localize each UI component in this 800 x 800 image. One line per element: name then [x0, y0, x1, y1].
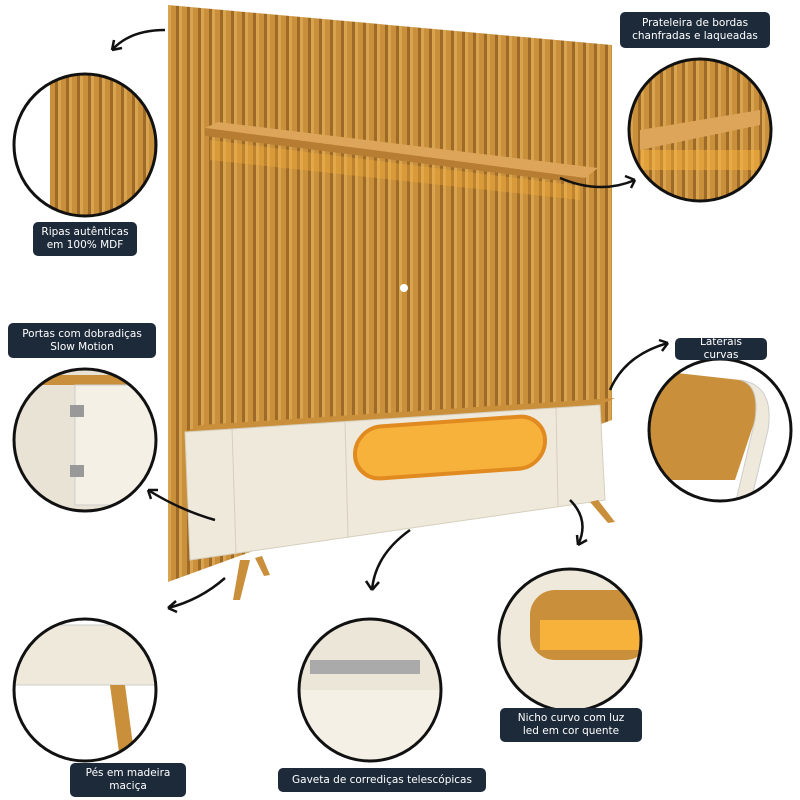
label-doors-line2: Slow Motion: [50, 340, 114, 353]
shelf: [205, 122, 598, 178]
shelf-led-glow: [210, 140, 580, 200]
label-drawer: Gaveta de corrediças telescópicas: [278, 768, 486, 792]
label-sides-line1: Laterais curvas: [700, 336, 742, 361]
label-drawer-line1: Gaveta de corrediças telescópicas: [292, 773, 472, 786]
label-niche: Nicho curvo com luz led em cor quente: [500, 708, 642, 742]
label-shelf-line1: Prateleira de bordas: [641, 17, 749, 29]
label-feet-line1: Pés em madeira: [85, 767, 171, 779]
detail-slats: [15, 75, 155, 215]
detail-drawer: [300, 620, 440, 760]
label-shelf: Prateleira de bordas chanfradas e laquea…: [620, 12, 770, 48]
label-niche-line1: Nicho curvo com luz: [517, 712, 625, 724]
detail-led-niche: [500, 570, 640, 710]
cable-hole: [400, 284, 408, 292]
label-slats-line1: Ripas autênticas: [41, 226, 129, 238]
label-doors-line1: Portas com dobradiças: [22, 327, 142, 340]
rack-leg-right: [590, 500, 615, 523]
detail-curved-sides: [650, 360, 790, 500]
callout-arrows: [110, 28, 669, 614]
label-slats-line2: em 100% MDF: [46, 239, 124, 251]
rack-top: [185, 398, 615, 432]
label-niche-line2: led em cor quente: [522, 725, 620, 737]
label-feet: Pés em madeira maciça: [70, 763, 186, 797]
label-slats: Ripas autênticas em 100% MDF: [33, 222, 137, 256]
led-niche: [353, 414, 547, 481]
rack-leg-left: [233, 560, 250, 600]
label-doors: Portas com dobradiças Slow Motion: [8, 323, 156, 358]
label-shelf-line2: chanfradas e laqueadas: [632, 30, 758, 42]
detail-shelf: [630, 60, 770, 200]
detail-doors: [15, 370, 155, 510]
label-sides: Laterais curvas: [675, 336, 767, 361]
detail-feet: [15, 620, 155, 760]
label-feet-line2: maciça: [109, 780, 147, 792]
